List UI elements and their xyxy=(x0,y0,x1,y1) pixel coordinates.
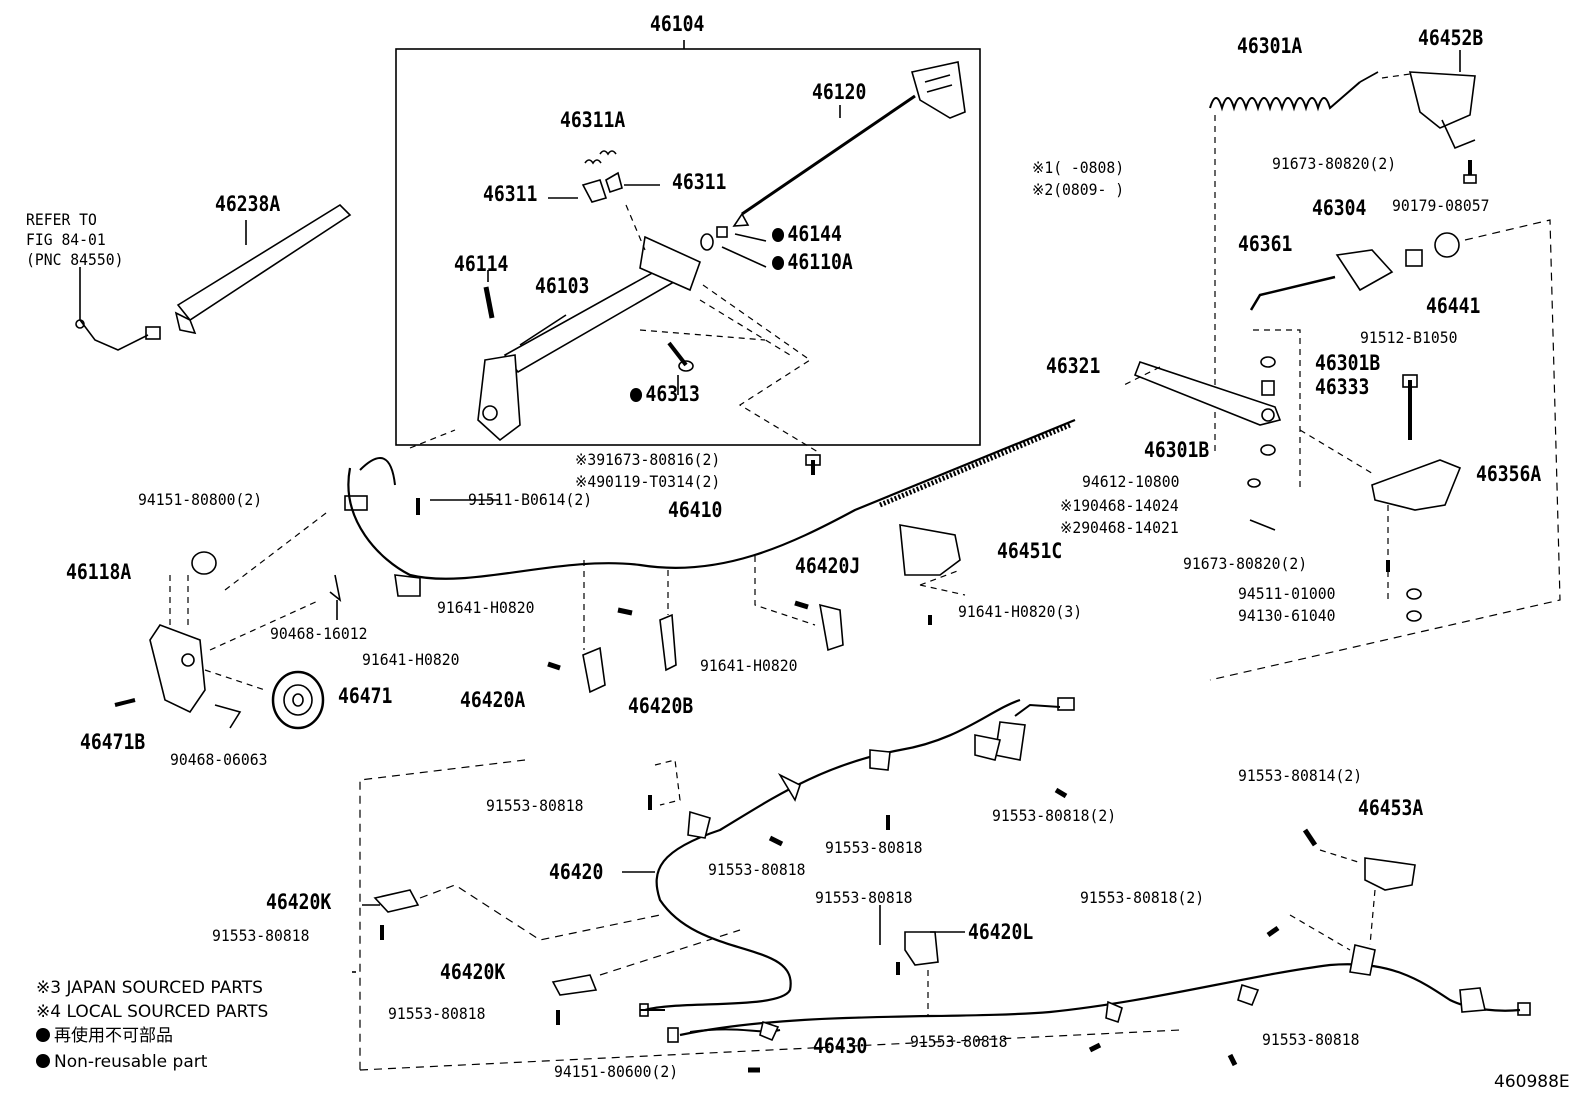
label-46452B: 46452B xyxy=(1418,26,1484,50)
label-94151-80800: 94151-80800(2) xyxy=(138,490,263,509)
label-91641-H0820-c: 91641-H0820 xyxy=(700,656,798,675)
label-94130-61040: 94130-61040 xyxy=(1238,606,1336,625)
label-46301A: 46301A xyxy=(1237,34,1303,58)
label-91553-80818-h: 91553-80818 xyxy=(1262,1030,1360,1049)
label-46420J: 46420J xyxy=(795,554,861,578)
label-46238A: 46238A xyxy=(215,192,281,216)
label-46103: 46103 xyxy=(535,274,590,298)
label-46420L: 46420L xyxy=(968,920,1034,944)
label-46144-text: 46144 xyxy=(787,222,842,246)
legend-nonreusable-jp-text: 再使用不可部品 xyxy=(54,1026,173,1046)
label-46420K-b: 46420K xyxy=(440,960,506,984)
label-46313-text: 46313 xyxy=(645,382,700,406)
legend-nonreusable-en: Non-reusable part xyxy=(36,1054,207,1071)
label-46410: 46410 xyxy=(668,498,723,522)
label-90119-T0314: ※490119-T0314(2) xyxy=(575,472,721,491)
legend-nonreusable-jp: 再使用不可部品 xyxy=(36,1028,173,1045)
label-46451C: 46451C xyxy=(997,539,1063,563)
label-91553-80818-d: 91553-80818 xyxy=(212,926,310,945)
label-46471: 46471 xyxy=(338,684,393,708)
bullet-icon xyxy=(36,1054,50,1068)
label-94612-10800: 94612-10800 xyxy=(1082,472,1180,491)
legend-local-sourced: ※4 LOCAL SOURCED PARTS xyxy=(36,1002,269,1022)
label-91553-80818-f: 91553-80818 xyxy=(388,1004,486,1023)
label-94511-01000: 94511-01000 xyxy=(1238,584,1336,603)
label-91553-80818-g: 91553-80818 xyxy=(910,1032,1008,1051)
label-90468-16012: 90468-16012 xyxy=(270,624,368,643)
figure-id: 460988E xyxy=(1494,1072,1570,1092)
label-46311A: 46311A xyxy=(560,108,626,132)
label-91553-80818-b: 91553-80818 xyxy=(708,860,806,879)
label-46333: 46333 xyxy=(1315,375,1370,399)
label-46420: 46420 xyxy=(549,860,604,884)
label-90468-14024: ※190468-14024 xyxy=(1060,496,1179,515)
label-94151-80600: 94151-80600(2) xyxy=(554,1062,679,1081)
refer-to-note: REFER TO FIG 84-01 (PNC 84550) xyxy=(26,210,123,270)
label-46110A: 46110A xyxy=(772,252,853,273)
nonreusable-bullet-icon xyxy=(772,228,785,242)
label-46301B-upper: 46301B xyxy=(1315,351,1381,375)
label-91641-H0820-b: 91641-H0820 xyxy=(362,650,460,669)
label-46321: 46321 xyxy=(1046,354,1101,378)
note-2: ※2(0809- ) xyxy=(1032,180,1125,199)
label-91553-80818-2-bottom: 91553-80818(2) xyxy=(1080,888,1205,907)
label-46114: 46114 xyxy=(454,252,509,276)
label-46420A: 46420A xyxy=(460,688,526,712)
refer-to-line-1: REFER TO xyxy=(26,210,97,229)
label-46420K-a: 46420K xyxy=(266,890,332,914)
label-91641-H0820-3: 91641-H0820(3) xyxy=(958,602,1083,621)
label-91673-80820-top: 91673-80820(2) xyxy=(1272,154,1397,173)
nonreusable-bullet-icon xyxy=(772,256,785,270)
label-46453A: 46453A xyxy=(1358,796,1424,820)
bullet-icon xyxy=(36,1028,50,1042)
label-46118A: 46118A xyxy=(66,560,132,584)
refer-to-line-3: (PNC 84550) xyxy=(26,250,124,269)
label-91511-B0614: 91511-B0614(2) xyxy=(468,490,593,509)
label-91641-H0820-a: 91641-H0820 xyxy=(437,598,535,617)
label-91512-B1050: 91512-B1050 xyxy=(1360,328,1458,347)
label-46313: 46313 xyxy=(630,384,700,405)
legend-japan-sourced: ※3 JAPAN SOURCED PARTS xyxy=(36,978,263,998)
label-46356A: 46356A xyxy=(1476,462,1542,486)
label-46441: 46441 xyxy=(1426,294,1481,318)
nonreusable-bullet-icon xyxy=(630,388,643,402)
label-46120: 46120 xyxy=(812,80,867,104)
label-46361: 46361 xyxy=(1238,232,1293,256)
label-91553-80818-c: 91553-80818 xyxy=(825,838,923,857)
label-46104: 46104 xyxy=(650,12,705,36)
label-46110A-text: 46110A xyxy=(787,250,853,274)
label-91553-80818-e: 91553-80818 xyxy=(815,888,913,907)
label-46430: 46430 xyxy=(813,1034,868,1058)
label-46311-left: 46311 xyxy=(483,182,538,206)
label-90468-06063: 90468-06063 xyxy=(170,750,268,769)
label-46144: 46144 xyxy=(772,224,842,245)
label-46304: 46304 xyxy=(1312,196,1367,220)
label-46420B: 46420B xyxy=(628,694,694,718)
label-91553-80818-a: 91553-80818 xyxy=(486,796,584,815)
label-90179-08057: 90179-08057 xyxy=(1392,196,1490,215)
label-91673-80816: ※391673-80816(2) xyxy=(575,450,721,469)
label-46301B-lower: 46301B xyxy=(1144,438,1210,462)
refer-to-line-2: FIG 84-01 xyxy=(26,230,106,249)
assembly-46104-frame xyxy=(395,48,981,446)
note-1: ※1( -0808) xyxy=(1032,158,1125,177)
label-91553-80814: 91553-80814(2) xyxy=(1238,766,1363,785)
label-90468-14021: ※290468-14021 xyxy=(1060,518,1179,537)
label-46471B: 46471B xyxy=(80,730,146,754)
legend-nonreusable-en-text: Non-reusable part xyxy=(54,1052,208,1072)
label-46311-right: 46311 xyxy=(672,170,727,194)
label-91673-80820-mid: 91673-80820(2) xyxy=(1183,554,1308,573)
label-91553-80818-2-top: 91553-80818(2) xyxy=(992,806,1117,825)
